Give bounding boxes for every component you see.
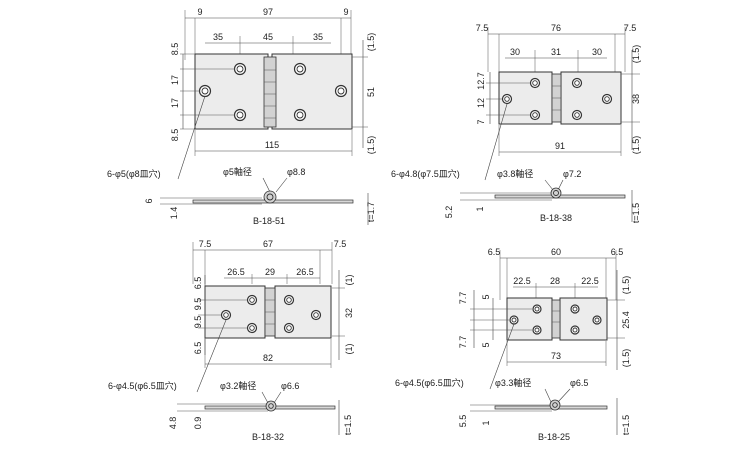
- dim-right-2: 51: [366, 87, 376, 97]
- mounting-holes: [198, 62, 348, 122]
- side-dim-height: 5.5: [458, 415, 468, 428]
- dim-top-center: 76: [551, 23, 561, 33]
- hole-note: 6-φ4.8(φ7.5皿穴): [391, 168, 460, 179]
- dim-right-3: (1.5): [631, 136, 641, 155]
- side-dim-height: 5.2: [444, 206, 454, 219]
- dim-right-1: (1): [344, 274, 354, 285]
- side-dim-height: 6: [144, 198, 154, 203]
- mounting-holes: [509, 304, 602, 335]
- hole-note: 6-φ5(φ8皿穴): [107, 168, 161, 179]
- dim-top-right: 6.5: [611, 247, 624, 257]
- dim-pitch-center: 29: [265, 267, 275, 277]
- drawing-b-18-51: 9 97 9 35 45 35 8.5 17: [107, 7, 376, 226]
- dim-left-1: 6.5: [193, 277, 203, 290]
- dim-left-1: 7: [476, 119, 486, 124]
- dim-pitch-left: 35: [213, 32, 223, 42]
- pin-note: φ5軸径: [223, 166, 252, 177]
- model-label: B-18-51: [253, 216, 285, 226]
- dim-top-right: 9: [343, 7, 348, 17]
- dim-left-2: 12: [476, 98, 486, 108]
- dim-right-3: (1.5): [366, 136, 376, 155]
- dim-pitch-right: 26.5: [296, 267, 314, 277]
- dim-right-2: 32: [344, 308, 354, 318]
- mounting-holes: [501, 77, 613, 121]
- hole-note: 6-φ4.5(φ6.5皿穴): [108, 380, 177, 391]
- side-dim-offset: 1.4: [169, 207, 179, 220]
- dim-top-right: 7.5: [624, 23, 637, 33]
- dim-length: 82: [263, 353, 273, 363]
- dim-left-2: 17: [170, 75, 180, 85]
- dim-top-left: 9: [197, 7, 202, 17]
- thickness: t=1.5: [621, 415, 631, 435]
- side-dim-offset: 1: [475, 206, 485, 211]
- thickness: t=1.7: [366, 202, 376, 222]
- dim-length: 115: [265, 140, 279, 150]
- dim-left-1: 8.5: [170, 43, 180, 56]
- side-dim-offset: 0.9: [193, 417, 203, 430]
- dim-top-right: 7.5: [334, 239, 347, 249]
- hinge-leaf-right: [274, 285, 332, 339]
- dim-left-1: 7.7: [458, 292, 468, 305]
- dim-left-3: 17: [170, 98, 180, 108]
- dim-right-1: (1.5): [621, 276, 631, 295]
- drawing-b-18-32: 7.5 67 7.5 26.5 29 26.5 6.5 9.5 9.5 6.5: [108, 239, 354, 442]
- dim-left-2: 5: [481, 294, 491, 299]
- dim-right-1: (1.5): [366, 33, 376, 52]
- thickness: t=1.5: [631, 203, 641, 223]
- dim-right-3: (1.5): [621, 349, 631, 368]
- knuckle-note: φ8.8: [287, 167, 305, 177]
- hole-note: 6-φ4.5(φ6.5皿穴): [395, 377, 464, 388]
- thickness: t=1.5: [343, 415, 353, 435]
- knuckle-note: φ7.2: [563, 169, 581, 179]
- side-dim-height: 4.8: [168, 417, 178, 430]
- dim-right-3: (1): [344, 343, 354, 354]
- pin-note: φ3.2軸径: [220, 380, 256, 391]
- hinge-knuckle: [263, 56, 277, 128]
- dim-pitch-left: 30: [510, 47, 520, 57]
- dim-left-4: 7.7: [458, 336, 468, 349]
- dim-top-center: 60: [551, 247, 561, 257]
- knuckle-note: φ6.6: [281, 381, 299, 391]
- pin-note: φ3.8軸径: [497, 168, 533, 179]
- dim-length: 91: [555, 141, 565, 151]
- dim-left-3: 5: [481, 342, 491, 347]
- dim-left-4: 8.5: [170, 129, 180, 142]
- dim-pitch-center: 31: [551, 47, 561, 57]
- dim-left-3: 9.5: [193, 316, 203, 329]
- hinge-knuckle: [551, 299, 561, 339]
- drawing-b-18-25: 6.5 60 6.5 22.5 28 22.5 7.7 5 5 7.7: [395, 247, 631, 442]
- dim-pitch-center: 28: [550, 276, 560, 286]
- drawing-b-18-38: 7.5 76 7.5 30 31 30 7 12 12.7 (1.5): [391, 23, 641, 223]
- dim-left-2: 9.5: [193, 298, 203, 311]
- dim-length: 73: [551, 351, 561, 361]
- dim-right-1: (1.5): [631, 45, 641, 64]
- dim-pitch-left: 22.5: [513, 276, 531, 286]
- dim-top-left: 7.5: [199, 239, 212, 249]
- dim-pitch-right: 22.5: [581, 276, 599, 286]
- dim-left-4: 6.5: [193, 342, 203, 355]
- knuckle-note: φ6.5: [570, 378, 588, 388]
- dim-left-3: 12.7: [476, 72, 486, 90]
- dim-pitch-right: 30: [592, 47, 602, 57]
- dim-right-2: 25.4: [621, 311, 631, 329]
- side-dim-offset: 1: [481, 420, 491, 425]
- dim-top-center: 67: [263, 239, 273, 249]
- mounting-holes: [220, 294, 322, 334]
- dim-pitch-center: 45: [263, 32, 273, 42]
- dim-right-2: 38: [631, 94, 641, 104]
- model-label: B-18-25: [538, 432, 570, 442]
- model-label: B-18-32: [252, 432, 284, 442]
- dim-top-left: 6.5: [488, 247, 501, 257]
- model-label: B-18-38: [540, 213, 572, 223]
- dim-top-center: 97: [263, 7, 273, 17]
- dim-top-left: 7.5: [476, 23, 489, 33]
- dim-pitch-right: 35: [313, 32, 323, 42]
- dim-pitch-left: 26.5: [227, 267, 245, 277]
- pin-note: φ3.3軸径: [495, 377, 531, 388]
